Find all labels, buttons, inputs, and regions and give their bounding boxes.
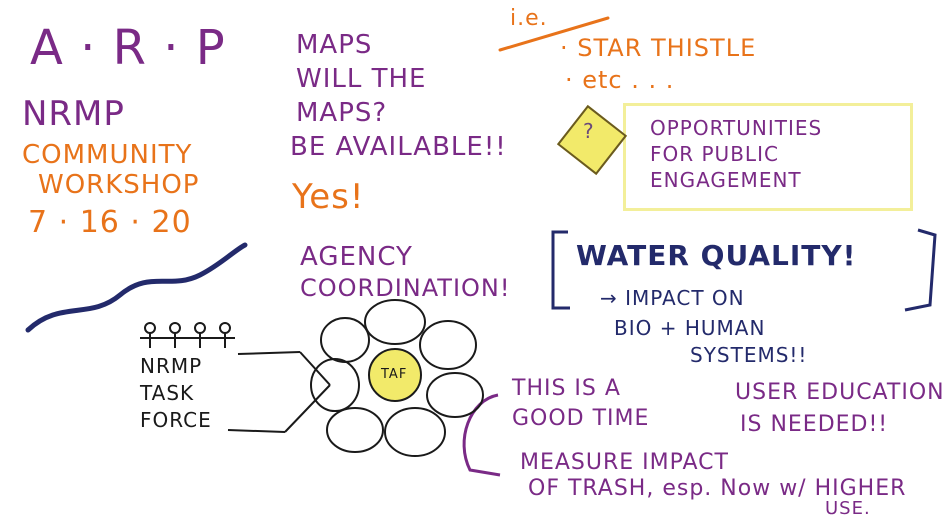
education-measure1: MEASURE IMPACT	[520, 450, 729, 475]
maps-answer: Yes!	[292, 177, 365, 217]
ie-label: i.e.	[510, 6, 548, 31]
flower-drawing	[310, 299, 484, 457]
task-force-line3: FORCE	[140, 408, 212, 432]
task-force-line1: NRMP	[140, 354, 203, 378]
maps-line4: BE AVAILABLE!!	[290, 132, 507, 162]
education-result2: IS NEEDED!!	[740, 412, 889, 437]
opportunities-line2: FOR PUBLIC	[650, 142, 779, 166]
task-arrow-join	[284, 351, 331, 433]
education-measure3: USE.	[825, 498, 871, 519]
education-measure2: OF TRASH, esp. Now w/ HIGHER	[528, 476, 907, 501]
water-line3: SYSTEMS!!	[690, 343, 808, 367]
ie-item1: · STAR THISTLE	[560, 34, 757, 62]
measure-arrow	[462, 393, 501, 477]
wave-stroke	[25, 242, 248, 333]
education-result1: USER EDUCATION	[735, 380, 944, 405]
header-community: COMMUNITY	[22, 140, 193, 170]
header-arp: A · R · P	[30, 20, 226, 76]
flower-center	[368, 348, 422, 402]
task-force-line2: TASK	[140, 381, 195, 405]
task-arrow-bottom	[227, 429, 286, 433]
water-line2: BIO + HUMAN	[614, 316, 766, 340]
water-title: WATER QUALITY!	[576, 239, 857, 272]
ie-item2: · etc . . .	[565, 66, 675, 94]
water-bracket-left	[551, 230, 570, 310]
header-nrmp: NRMP	[22, 94, 125, 134]
sticky-question: ?	[583, 119, 594, 143]
opportunities-line3: ENGAGEMENT	[650, 168, 802, 192]
water-line1: → IMPACT ON	[600, 286, 745, 310]
education-line1: THIS IS A	[512, 376, 621, 401]
agency-line2: COORDINATION!	[300, 274, 511, 302]
header-workshop: WORKSHOP	[38, 170, 200, 200]
people-figures-icon	[140, 322, 235, 348]
maps-line2: WILL THE	[296, 64, 427, 94]
task-arrow-top	[237, 351, 301, 355]
maps-line3: MAPS?	[296, 98, 388, 128]
maps-line1: MAPS	[296, 30, 373, 60]
header-date: 7 · 16 · 20	[28, 205, 192, 240]
flower-center-label: TAF	[381, 367, 408, 382]
water-bracket-right	[904, 228, 937, 312]
opportunities-box	[623, 103, 913, 211]
education-line2: GOOD TIME	[512, 406, 650, 431]
ie-underline	[498, 16, 610, 52]
agency-line1: AGENCY	[300, 242, 413, 272]
opportunities-line1: OPPORTUNITIES	[650, 116, 823, 140]
